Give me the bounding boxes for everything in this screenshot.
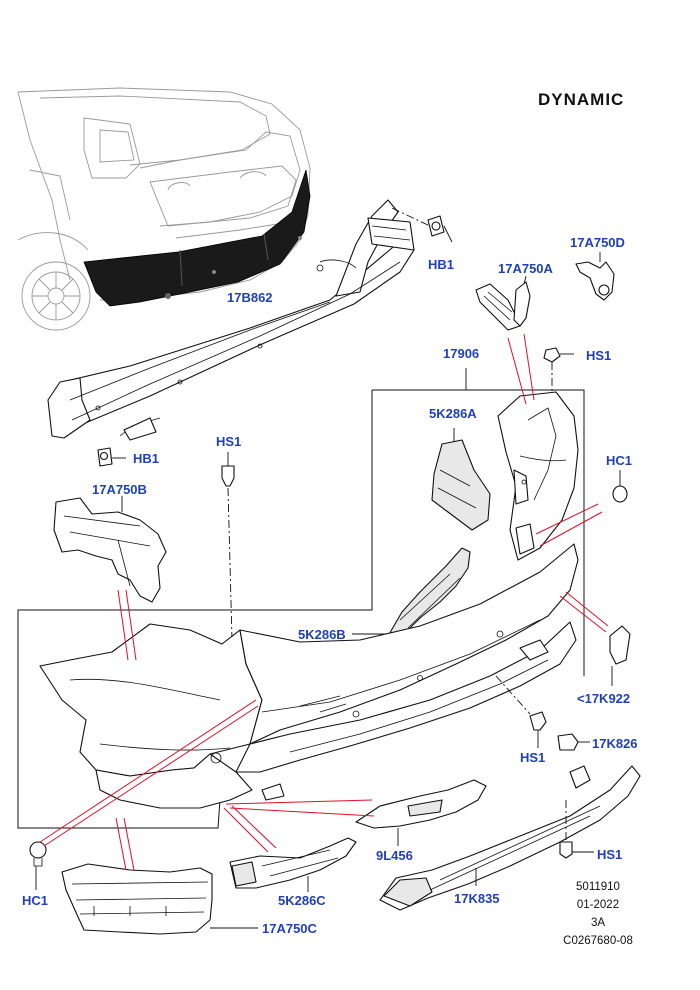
callout-hs1-low: HS1 [520,750,545,765]
callout-17b862: 17B862 [227,290,273,305]
callout-17a750c: 17A750C [262,921,318,936]
hardware-HC1-right [612,470,628,503]
footer-code: 5011910 [576,881,620,893]
footer-ref: C0267680-08 [563,935,633,947]
callout-hc1-right: HC1 [606,453,632,468]
undertray-17K835 [379,765,641,911]
callout-hb1-top: HB1 [428,257,454,272]
bracket-5K286C [229,837,357,892]
footer-date: 01-2022 [577,899,619,911]
hardware-HS1-top [543,347,574,400]
bumper-cover-main [39,543,579,809]
callout-hc1-left: HC1 [22,893,48,908]
hardware-HS1-bottom [559,800,594,859]
reference-lines [39,333,609,871]
bumper-cover-upper [497,391,579,561]
variant-title: DYNAMIC [538,90,624,109]
bracket-17A750B [53,496,167,603]
footer-sheet: 3A [591,917,605,929]
hardware-HC1-left [29,841,47,890]
finisher-9L456 [355,779,487,846]
callout-17k922: <17K922 [577,691,630,706]
bracket-17A750C [61,863,258,935]
callout-17k826: 17K826 [592,736,638,751]
callout-hb1-low: HB1 [133,451,159,466]
callout-17a750a: 17A750A [498,261,554,276]
vehicle-rear-view [17,87,311,331]
bumper-carrier-beam [47,199,453,467]
bracket-17A750A [475,275,531,331]
callout-5k286c: 5K286C [278,893,326,908]
callout-5k286a: 5K286A [429,406,477,421]
callout-17a750d: 17A750D [570,235,625,250]
bracket-5K286A [431,428,491,531]
callout-hs1-top: HS1 [586,348,611,363]
bracket-17A750D [575,252,615,301]
clip-17K826 [557,733,590,751]
assembly-frame [17,389,585,829]
callout-17k835: 17K835 [454,891,500,906]
callout-hs1-mid: HS1 [216,434,241,449]
hardware-HS1-low [495,675,547,748]
callout-9l456: 9L456 [376,848,413,863]
callout-17906: 17906 [443,346,479,361]
callout-hs1-bottom: HS1 [597,847,622,862]
bracket-5K286B [352,547,471,637]
reflector-17K922 [609,625,631,686]
callout-5k286b: 5K286B [298,627,346,642]
callout-17a750b: 17A750B [92,482,147,497]
hardware-HS1-mid [221,452,235,641]
